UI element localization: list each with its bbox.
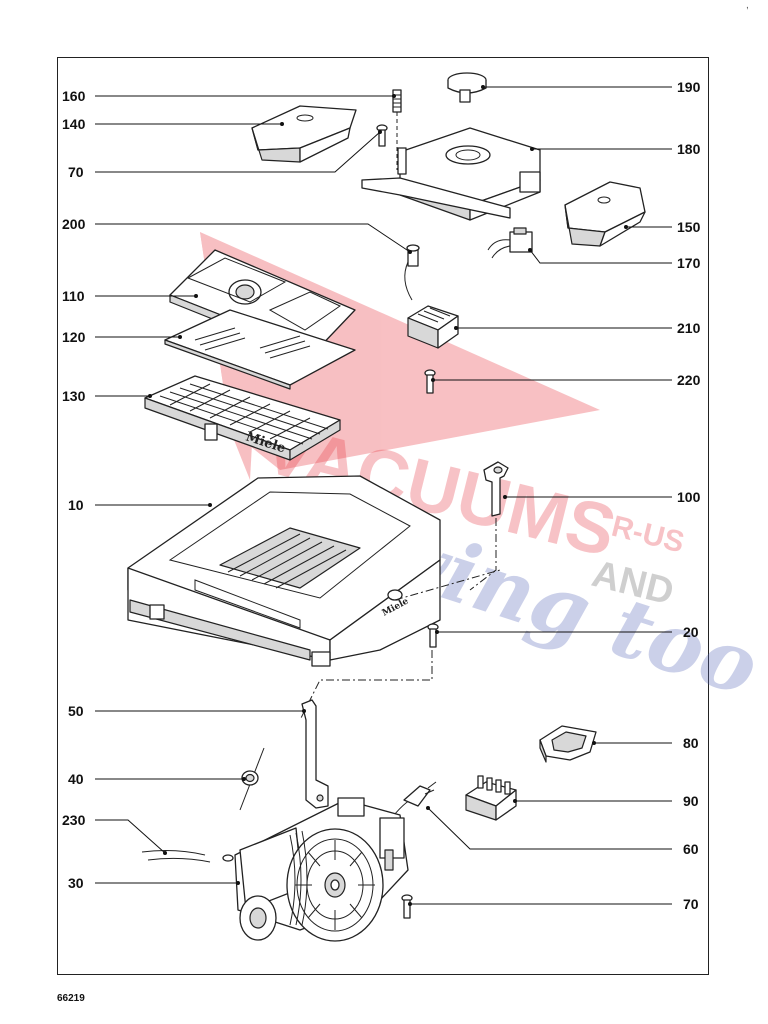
part-160-spring: [392, 89, 402, 170]
label-80: 80: [683, 735, 699, 751]
label-100: 100: [677, 489, 701, 505]
part-210-terminal: [407, 305, 459, 349]
leader-230: [95, 819, 166, 854]
label-10: 10: [68, 497, 84, 513]
label-230: 230: [62, 812, 86, 828]
label-180: 180: [677, 141, 701, 157]
part-180-top-cover: [361, 127, 541, 221]
label-140: 140: [62, 116, 86, 132]
part-50-lever: [301, 699, 329, 809]
label-130: 130: [62, 388, 86, 404]
leader-lines: [95, 86, 672, 905]
leader-170: [529, 249, 672, 264]
part-30-cable-reel: [234, 797, 409, 942]
part-70-top-screw: [376, 124, 388, 147]
leader-200: [95, 223, 411, 253]
label-70-top: 70: [68, 164, 84, 180]
label-60: 60: [683, 841, 699, 857]
part-130-filter: Miele: [144, 375, 341, 461]
leader-60: [427, 807, 672, 850]
diagram-frame: [57, 57, 709, 975]
part-170-switch: [487, 227, 533, 259]
part-150-cover: [564, 181, 646, 247]
label-110: 110: [62, 288, 85, 304]
part-70-bottom-screw: [401, 894, 413, 919]
label-150: 150: [677, 219, 701, 235]
leader-dots: [148, 85, 628, 906]
part-20-screw: [427, 623, 439, 648]
part-140-cover: [251, 105, 357, 163]
part-10-housing: Miele: [127, 475, 441, 667]
part-220-screw: [424, 369, 436, 394]
part-100-latch: [483, 461, 509, 517]
part-90-connector: [465, 775, 517, 821]
part-200-sensor: [404, 244, 420, 301]
label-70-bottom: 70: [683, 896, 699, 912]
label-30: 30: [68, 875, 84, 891]
part-40-bushing: [239, 747, 265, 811]
document-number: 66219: [57, 993, 85, 1004]
label-120: 120: [62, 329, 86, 345]
part-80-frame: [539, 725, 597, 763]
part-230-wire: [141, 850, 234, 863]
label-170: 170: [677, 255, 701, 271]
leader-70a: [95, 131, 381, 173]
part-190-knob: [447, 72, 487, 103]
label-210: 210: [677, 320, 701, 336]
label-200: 200: [62, 216, 86, 232]
label-220: 220: [677, 372, 701, 388]
watermark-line2: R-US: [608, 510, 687, 560]
label-190: 190: [677, 79, 701, 95]
corner-mark: ,: [746, 0, 749, 11]
assembly-lines: [299, 518, 501, 721]
label-160: 160: [62, 88, 86, 104]
part-labels: 160 140 70 200 110 120 130 10 50 40 230 …: [62, 79, 701, 912]
label-20: 20: [683, 624, 699, 640]
label-50: 50: [68, 703, 84, 719]
label-40: 40: [68, 771, 84, 787]
part-120-filter-mat: [164, 309, 356, 390]
label-90: 90: [683, 793, 699, 809]
